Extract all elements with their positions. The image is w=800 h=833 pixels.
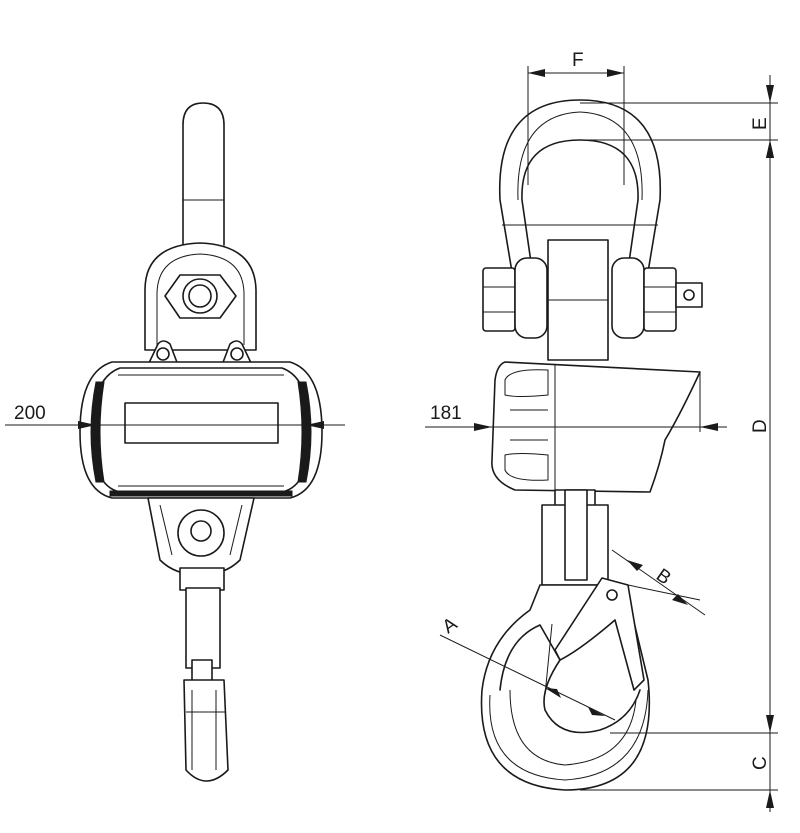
- width-dimension: 200: [5, 403, 345, 429]
- depth-value-label: 181: [430, 403, 462, 424]
- dimension-c: C: [580, 733, 778, 812]
- side-shackle: [482, 99, 703, 361]
- front-scale-body: [79, 361, 323, 499]
- display-window: [124, 402, 279, 444]
- side-hook: [480, 489, 651, 791]
- dimension-f-label: F: [572, 50, 584, 71]
- dimension-b-label: B: [652, 565, 674, 589]
- dimension-f: F: [527, 50, 625, 185]
- front-view: 200: [5, 102, 345, 782]
- dimension-e-label: E: [750, 117, 771, 130]
- dimension-a-label: A: [439, 613, 462, 638]
- dimension-d-label: D: [750, 419, 771, 433]
- dimension-d: D: [610, 140, 778, 734]
- depth-dimension: 181: [425, 372, 727, 432]
- width-value-label: 200: [14, 403, 46, 424]
- dimension-c-label: C: [750, 756, 771, 770]
- side-view: 181 F E D: [425, 50, 778, 812]
- front-shackle: [144, 102, 257, 366]
- front-hook: [147, 497, 255, 782]
